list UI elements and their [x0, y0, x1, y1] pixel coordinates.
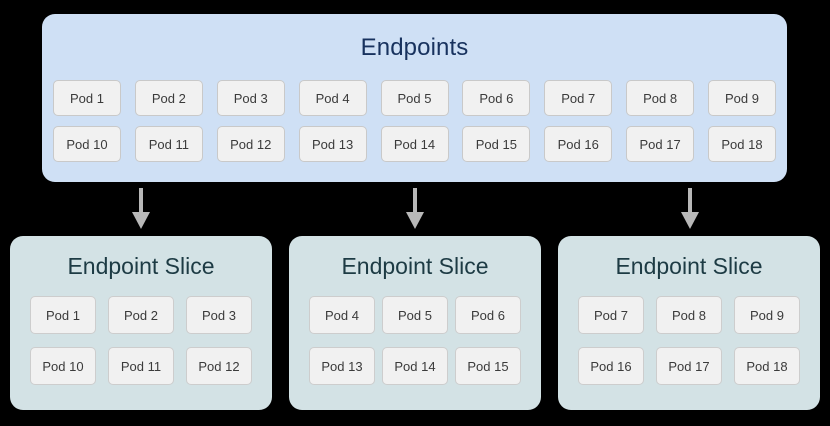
arrow-shaft — [688, 188, 692, 214]
pod-chip: Pod 7 — [578, 296, 644, 334]
pod-chip: Pod 3 — [216, 80, 285, 116]
arrow-head — [132, 212, 150, 229]
endpoint-slice-pod-row: Pod 13 Pod 14 Pod 15 — [309, 347, 521, 385]
endpoint-slice-title: Endpoint Slice — [67, 253, 215, 279]
pod-chip: Pod 2 — [108, 296, 174, 334]
pod-chip: Pod 8 — [656, 296, 722, 334]
pod-chip: Pod 15 — [462, 126, 531, 162]
arrow-head — [681, 212, 699, 229]
pod-chip: Pod 10 — [53, 126, 121, 162]
pod-chip: Pod 6 — [462, 80, 531, 116]
endpoint-slice-pod-row: Pod 4 Pod 5 Pod 6 — [309, 296, 521, 334]
pod-chip: Pod 12 — [186, 347, 252, 385]
pod-chip: Pod 5 — [382, 296, 448, 334]
endpoint-slice-panel-2: Endpoint Slice Pod 4 Pod 5 Pod 6 Pod 13 … — [289, 236, 541, 410]
pod-chip: Pod 14 — [380, 126, 449, 162]
pod-chip: Pod 13 — [298, 126, 367, 162]
arrow-shaft — [413, 188, 417, 214]
pod-chip: Pod 17 — [626, 126, 695, 162]
arrow-head — [406, 212, 424, 229]
endpoint-slice-panel-3: Endpoint Slice Pod 7 Pod 8 Pod 9 Pod 16 … — [558, 236, 820, 410]
endpoint-slice-title: Endpoint Slice — [615, 253, 763, 279]
pod-chip: Pod 12 — [216, 126, 285, 162]
endpoints-pod-row: Pod 1 Pod 2 Pod 3 Pod 4 Pod 5 Pod 6 Pod … — [53, 80, 776, 116]
endpoint-slice-pod-row: Pod 16 Pod 17 Pod 18 — [578, 347, 800, 385]
endpoint-slice-pod-grid: Pod 7 Pod 8 Pod 9 Pod 16 Pod 17 Pod 18 — [578, 296, 800, 398]
arrow-down-icon — [679, 188, 701, 229]
pod-chip: Pod 11 — [108, 347, 174, 385]
endpoint-slice-pod-row: Pod 1 Pod 2 Pod 3 — [30, 296, 252, 334]
arrow-shaft — [139, 188, 143, 214]
pod-chip: Pod 18 — [734, 347, 800, 385]
arrow-down-icon — [404, 188, 426, 229]
pod-chip: Pod 15 — [455, 347, 521, 385]
pod-chip: Pod 11 — [134, 126, 203, 162]
endpoint-slice-pod-grid: Pod 1 Pod 2 Pod 3 Pod 10 Pod 11 Pod 12 — [30, 296, 252, 398]
endpoint-slice-pod-row: Pod 7 Pod 8 Pod 9 — [578, 296, 800, 334]
pod-chip: Pod 2 — [134, 80, 203, 116]
endpoints-pod-row: Pod 10 Pod 11 Pod 12 Pod 13 Pod 14 Pod 1… — [53, 126, 776, 162]
pod-chip: Pod 1 — [53, 80, 121, 116]
pod-chip: Pod 16 — [578, 347, 644, 385]
pod-chip: Pod 9 — [734, 296, 800, 334]
pod-chip: Pod 16 — [544, 126, 613, 162]
arrow-down-icon — [130, 188, 152, 229]
pod-chip: Pod 7 — [544, 80, 613, 116]
pod-chip: Pod 6 — [455, 296, 521, 334]
pod-chip: Pod 9 — [708, 80, 776, 116]
pod-chip: Pod 4 — [309, 296, 375, 334]
endpoints-title: Endpoints — [360, 34, 469, 61]
endpoint-slice-title: Endpoint Slice — [341, 253, 489, 279]
pod-chip: Pod 4 — [298, 80, 367, 116]
pod-chip: Pod 17 — [656, 347, 722, 385]
pod-chip: Pod 14 — [382, 347, 448, 385]
endpoints-panel: Endpoints Pod 1 Pod 2 Pod 3 Pod 4 Pod 5 … — [42, 14, 787, 182]
pod-chip: Pod 18 — [708, 126, 776, 162]
endpoints-pod-grid: Pod 1 Pod 2 Pod 3 Pod 4 Pod 5 Pod 6 Pod … — [53, 80, 776, 172]
pod-chip: Pod 3 — [186, 296, 252, 334]
pod-chip: Pod 13 — [309, 347, 375, 385]
pod-chip: Pod 1 — [30, 296, 96, 334]
endpoint-slice-pod-grid: Pod 4 Pod 5 Pod 6 Pod 13 Pod 14 Pod 15 — [309, 296, 521, 398]
endpoint-slice-pod-row: Pod 10 Pod 11 Pod 12 — [30, 347, 252, 385]
pod-chip: Pod 5 — [380, 80, 449, 116]
pod-chip: Pod 8 — [626, 80, 695, 116]
endpoint-slice-panel-1: Endpoint Slice Pod 1 Pod 2 Pod 3 Pod 10 … — [10, 236, 272, 410]
pod-chip: Pod 10 — [30, 347, 96, 385]
